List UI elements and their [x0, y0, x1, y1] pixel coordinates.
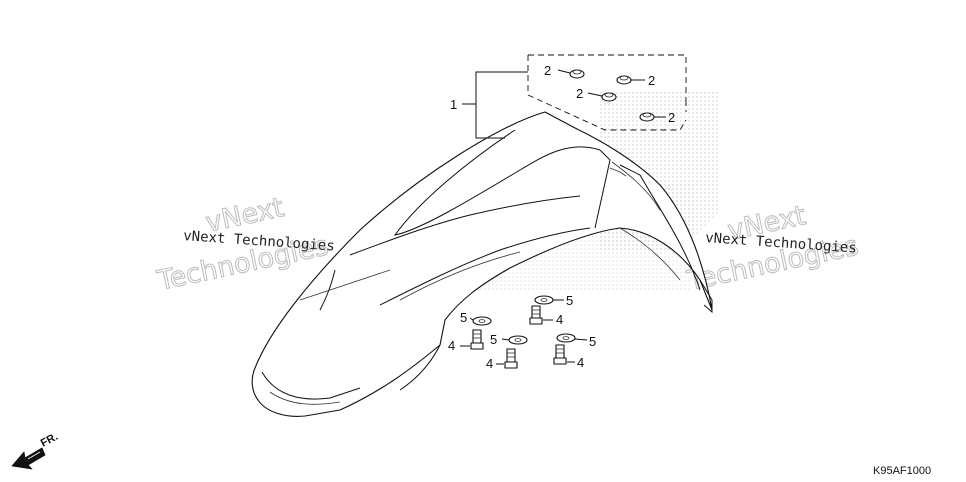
callout-washer-a: 5 — [566, 293, 573, 308]
front-arrow-icon — [11, 447, 46, 470]
callout-nut-b: 2 — [648, 73, 655, 88]
nut-b: 2 — [616, 73, 655, 88]
front-direction-label: FR. — [39, 431, 60, 450]
bolt-b: 4 — [448, 329, 484, 353]
callout-nut-d: 2 — [668, 110, 675, 125]
callout-washer-c: 5 — [490, 332, 497, 347]
bolt-a: 4 — [529, 305, 563, 327]
callout-bolt-d: 4 — [577, 355, 584, 370]
washer-d: 5 — [556, 333, 596, 349]
bolt-c: 4 — [486, 348, 518, 371]
front-fender — [251, 111, 713, 417]
callout-washer-b: 5 — [460, 310, 467, 325]
callout-bolt-b: 4 — [448, 338, 455, 353]
callout-nut-a: 2 — [544, 63, 551, 78]
nut-a: 2 — [544, 63, 585, 79]
callout-bolt-c: 4 — [486, 356, 493, 371]
bolt-d: 4 — [553, 344, 584, 370]
callout-assembly: 1 — [450, 97, 457, 112]
callout-nut-c: 2 — [576, 86, 583, 101]
callout-bolt-a: 4 — [556, 312, 563, 327]
nut-c: 2 — [576, 86, 617, 102]
washer-c: 5 — [490, 332, 528, 347]
figure-code: K95AF1000 — [873, 465, 931, 477]
nut-group-bracket — [527, 54, 687, 131]
nut-d: 2 — [639, 110, 675, 125]
washer-a: 5 — [534, 293, 573, 308]
callout-washer-d: 5 — [589, 334, 596, 349]
front-direction-indicator: FR. — [11, 431, 60, 470]
washer-b: 5 — [460, 310, 492, 326]
assembly-bracket: 1 — [450, 71, 528, 139]
